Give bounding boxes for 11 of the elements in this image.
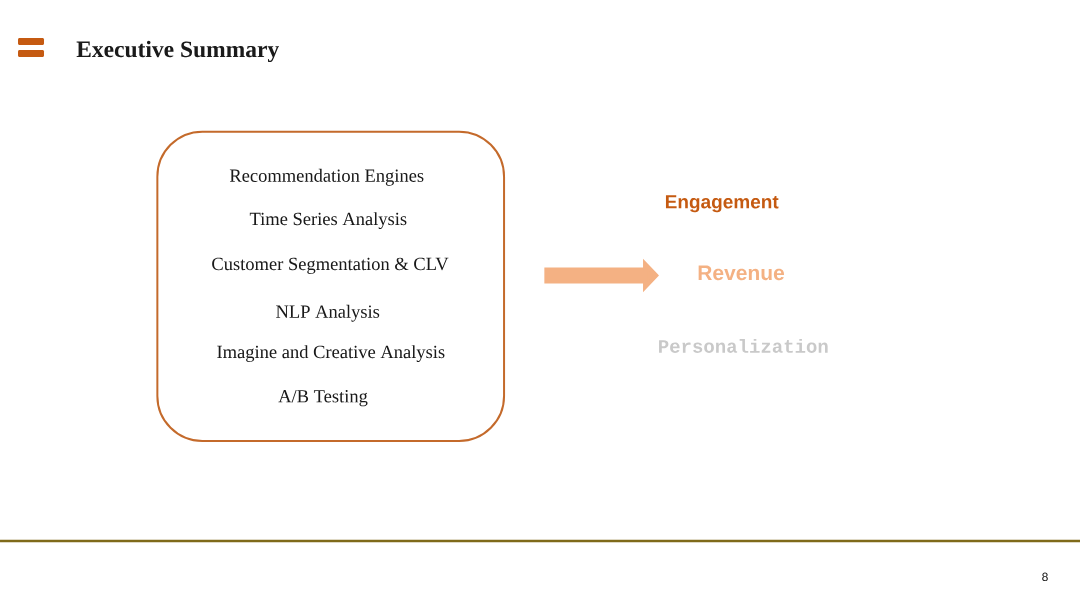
list-item: A/B Testing: [278, 390, 368, 407]
list-item: Customer Segmentation & CLV: [212, 257, 449, 274]
list-item: Time Series Analysis: [249, 212, 407, 229]
rounded-box: [156, 130, 506, 442]
outcome-text: Engagement: [665, 195, 779, 213]
list-item: Recommendation Engines: [229, 168, 424, 186]
page-number: 8: [1042, 572, 1048, 582]
title: Executive Summary: [76, 40, 279, 63]
outcome-text: Revenue: [698, 265, 785, 281]
list-item: Imagine and Creative Analysis: [217, 345, 445, 362]
list-item: NLP Analysis: [276, 304, 380, 322]
